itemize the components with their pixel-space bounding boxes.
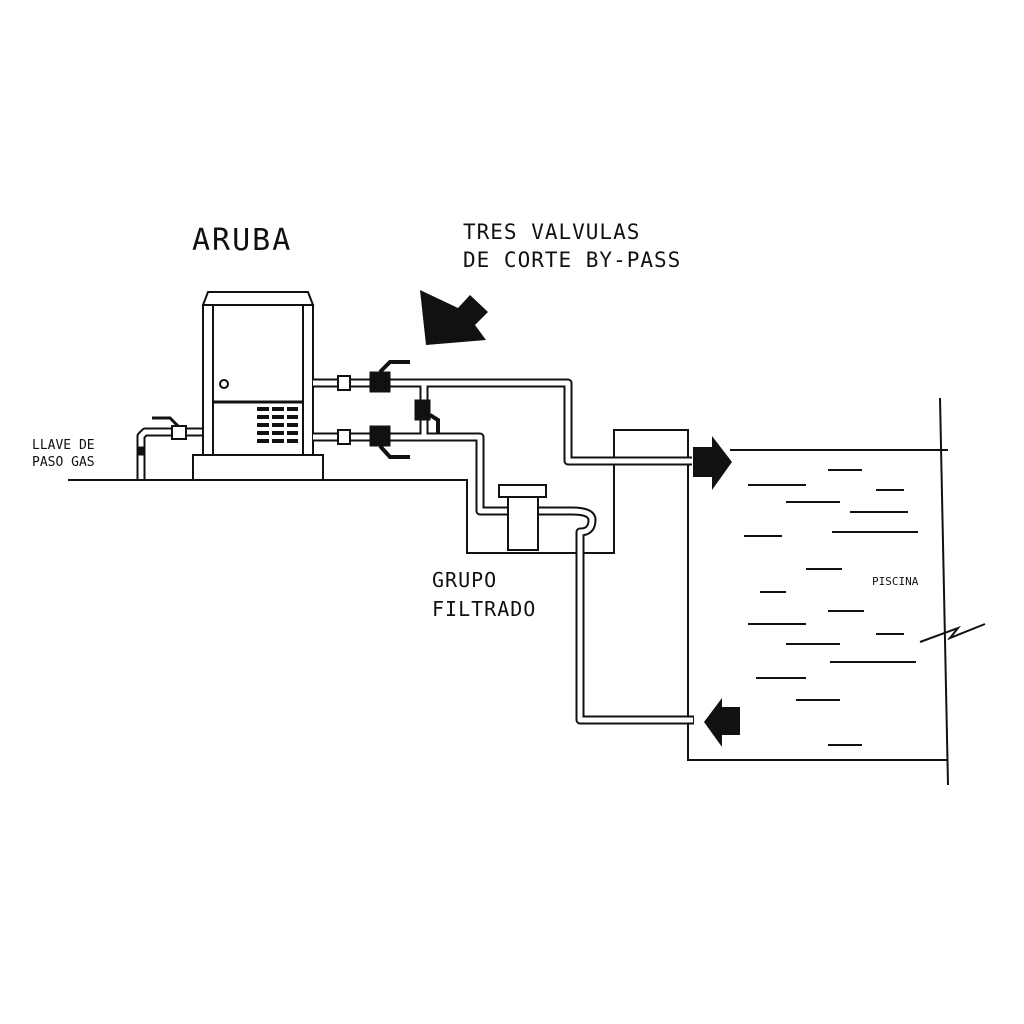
heater-aruba [192, 291, 324, 481]
valve-upper-icon [337, 360, 410, 393]
pool-wall [939, 397, 949, 786]
gas-label-line2: PASO GAS [32, 455, 95, 470]
pointer-arrow-icon [420, 290, 488, 345]
pipe-outlet [313, 378, 692, 466]
pool-label: PISCINA [872, 575, 919, 588]
filter-unit [498, 484, 547, 551]
pipe-suction [571, 506, 694, 725]
flow-in-arrow-icon [704, 698, 740, 747]
gas-label-line1: LLAVE DE [32, 438, 95, 453]
filter-label-line2: FILTRADO [432, 597, 537, 621]
flow-out-arrow-icon [693, 436, 732, 490]
heater-vents-icon [257, 407, 298, 443]
filter-label-line1: GRUPO [432, 568, 498, 592]
heater-title: ARUBA [192, 223, 293, 258]
valve-bypass-icon [414, 399, 440, 433]
valve-gas-icon [136, 416, 187, 456]
valve-lower-icon [337, 425, 410, 459]
indicator-icon [219, 379, 229, 389]
valves-label-line2: DE CORTE BY-PASS [463, 248, 682, 272]
ground-line [68, 429, 948, 761]
valves-label-line1: TRES VALVULAS [463, 220, 641, 244]
wall-break-icon [919, 623, 986, 643]
water-lines [744, 469, 918, 746]
